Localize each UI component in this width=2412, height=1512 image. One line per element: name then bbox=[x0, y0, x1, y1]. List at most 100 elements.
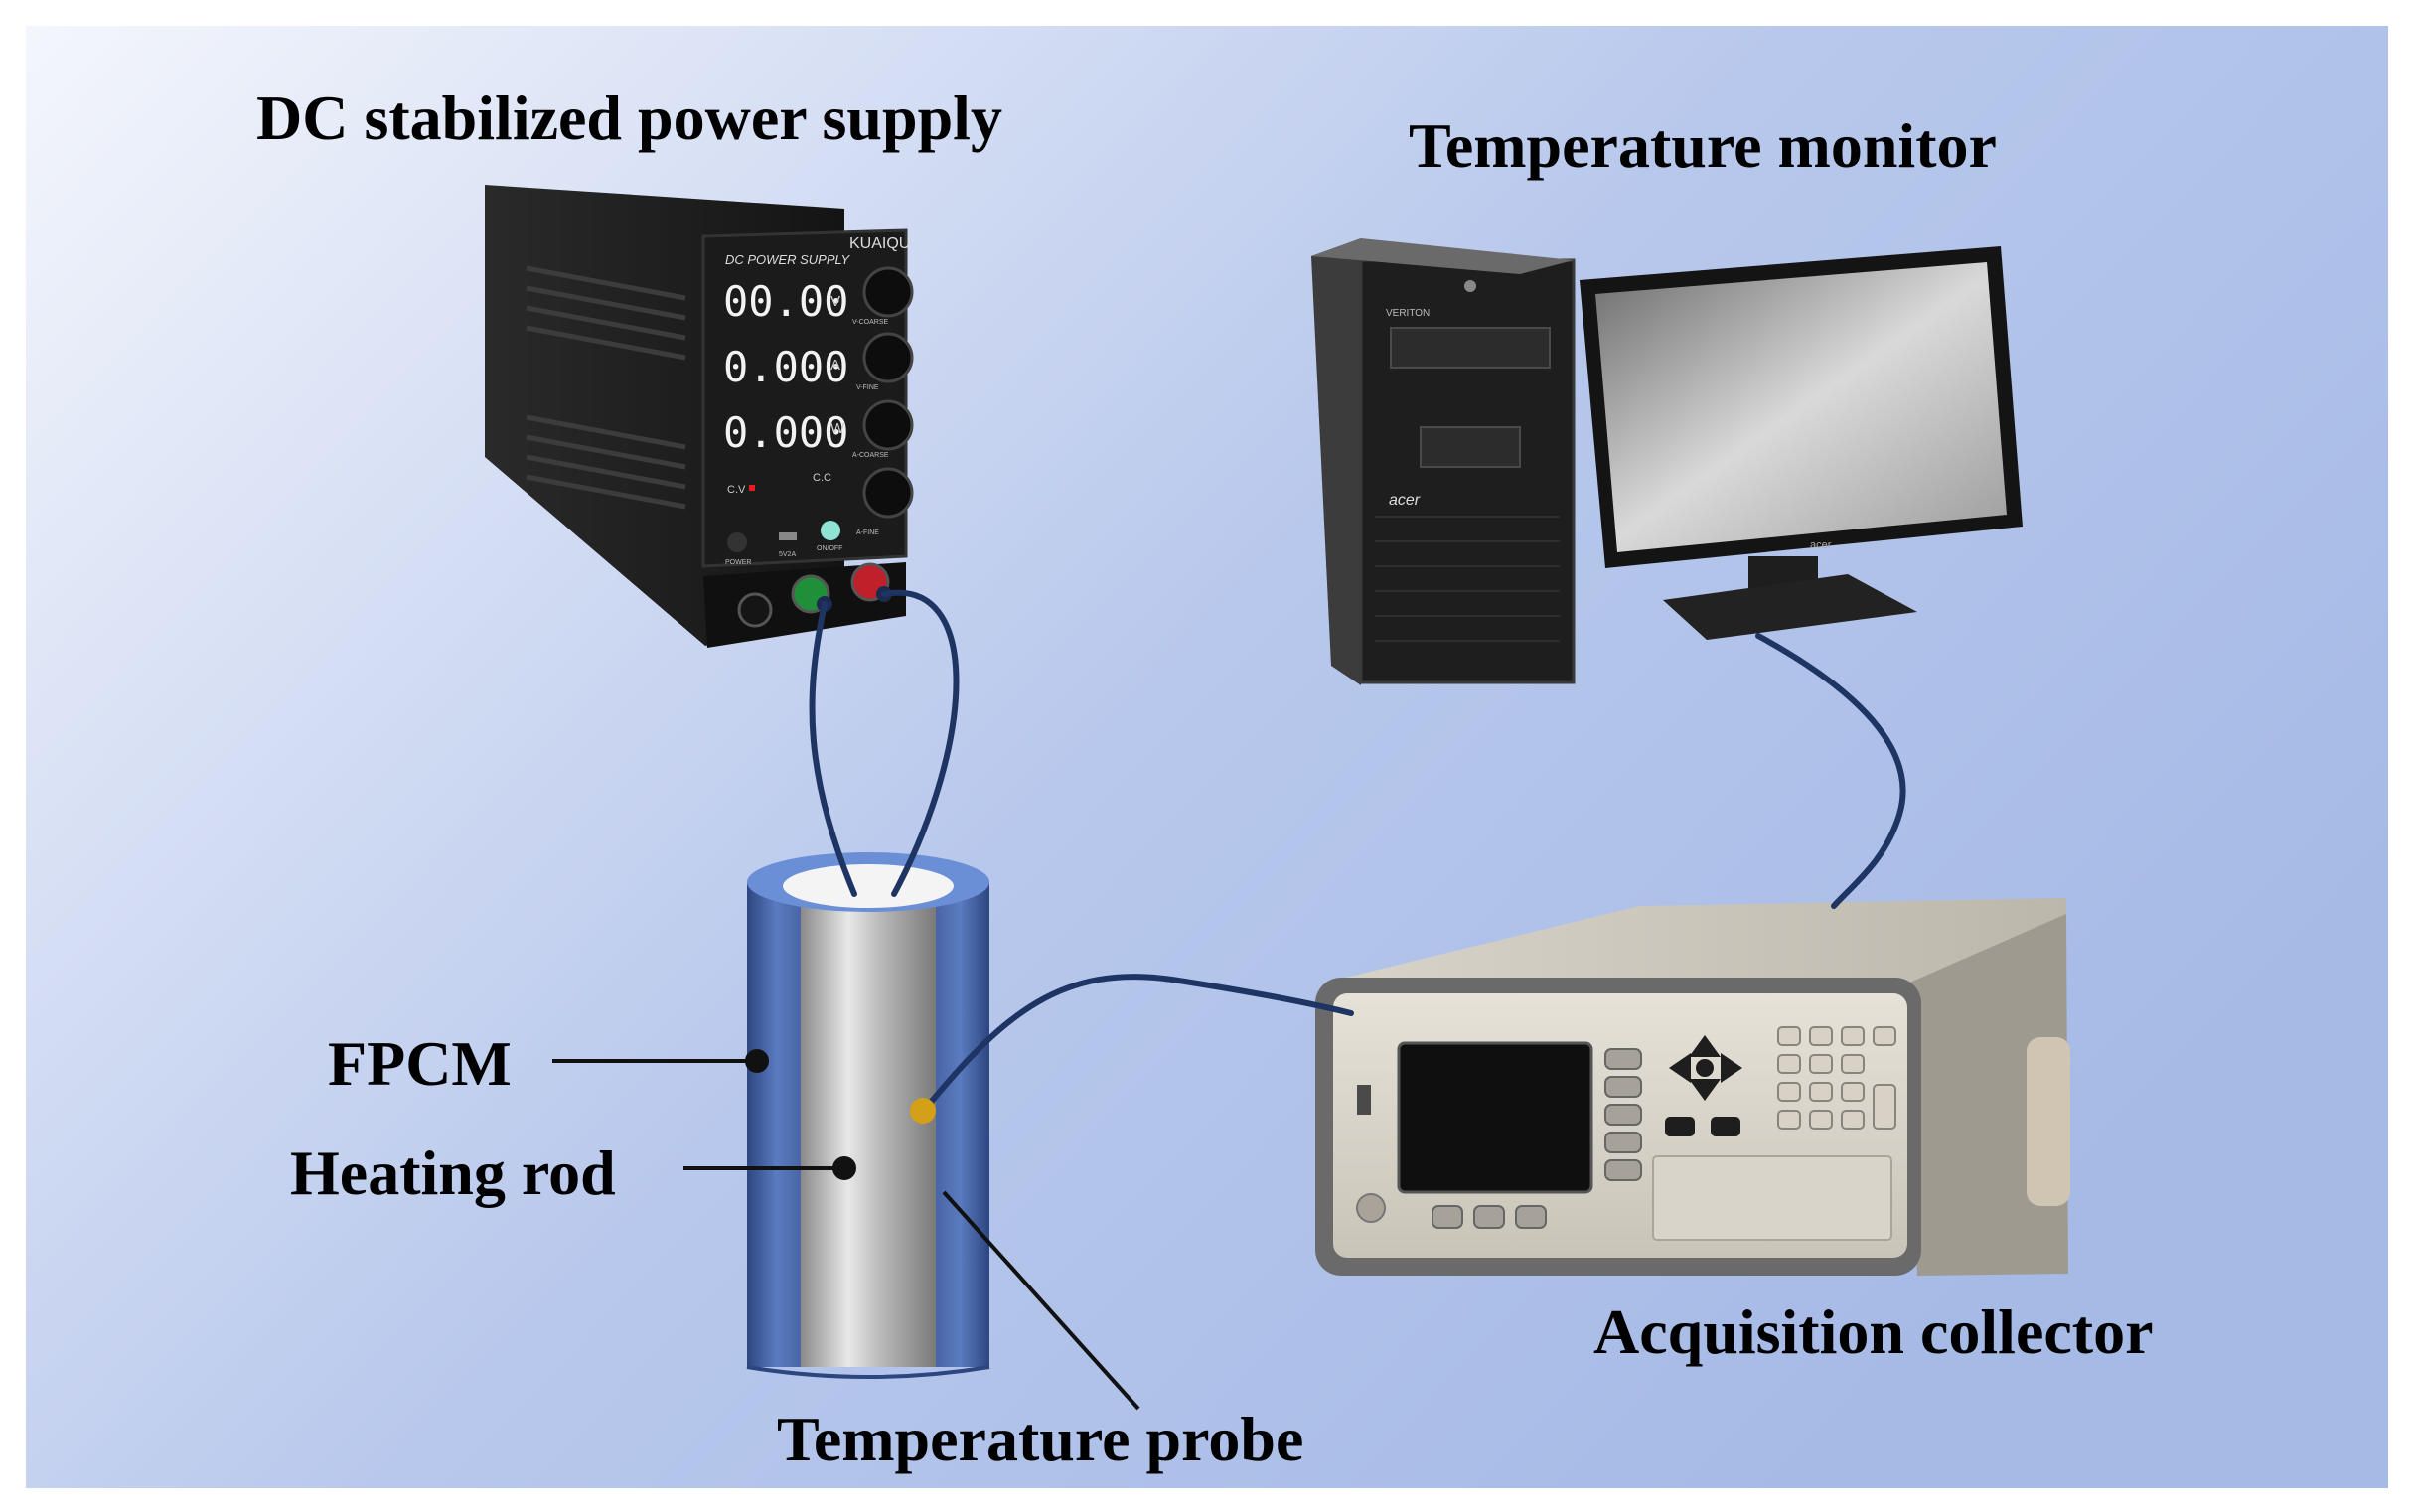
psu-power-display: 0.000 bbox=[723, 408, 848, 457]
psu-unit-v: V bbox=[830, 293, 840, 310]
collector-usb-port bbox=[1357, 1085, 1371, 1115]
drive-bay bbox=[1420, 426, 1521, 468]
tower-model-text: VERITON bbox=[1386, 308, 1430, 319]
knob-label-a-fine: A-FINE bbox=[856, 529, 879, 536]
keypad-key[interactable] bbox=[1809, 1054, 1833, 1074]
keypad-key[interactable] bbox=[1841, 1054, 1865, 1074]
callout-heating-rod-dot bbox=[832, 1156, 856, 1180]
collector-handle bbox=[2027, 1037, 2070, 1206]
wire-psu-negative bbox=[809, 601, 857, 897]
collector-top bbox=[1321, 898, 2066, 983]
tower-front bbox=[1359, 258, 1576, 684]
acquisition-collector bbox=[1315, 898, 2070, 1276]
collector-side-buttons bbox=[1432, 1048, 1642, 1229]
tower-vent-grid bbox=[1375, 516, 1560, 642]
collector-button-1[interactable] bbox=[1604, 1048, 1642, 1070]
collector-keypad bbox=[1777, 1026, 1896, 1130]
keypad-key[interactable] bbox=[1777, 1026, 1801, 1046]
fpcm-bottom-edge bbox=[746, 1365, 990, 1379]
collector-button-8[interactable] bbox=[1515, 1205, 1547, 1229]
collector-button-5[interactable] bbox=[1604, 1159, 1642, 1181]
knob-label-a-coarse: A-COARSE bbox=[852, 452, 889, 459]
heating-rod bbox=[801, 882, 936, 1367]
psu-onoff-button[interactable] bbox=[821, 521, 840, 540]
monitor-base bbox=[1663, 574, 1917, 640]
psu-header-text: DC POWER SUPPLY bbox=[725, 252, 851, 267]
collector-enter-button[interactable] bbox=[1665, 1117, 1695, 1136]
computer-monitor: acer bbox=[1580, 246, 2023, 640]
collector-button-3[interactable] bbox=[1604, 1104, 1642, 1126]
keypad-key[interactable] bbox=[1777, 1082, 1801, 1102]
collector-setup-button[interactable] bbox=[1711, 1117, 1740, 1136]
optical-drive bbox=[1390, 327, 1551, 369]
psu-front-panel bbox=[701, 228, 908, 568]
label-temperature-monitor: Temperature monitor bbox=[1409, 110, 1997, 181]
psu-cc-label: C.C bbox=[813, 472, 831, 484]
psu-power-label: POWER bbox=[725, 559, 751, 566]
tower-power-button[interactable] bbox=[1464, 280, 1476, 292]
wire-monitor-to-collector bbox=[1755, 633, 1906, 909]
callout-fpcm-dot bbox=[745, 1049, 769, 1073]
label-temperature-probe: Temperature probe bbox=[777, 1404, 1303, 1474]
terminal-ground[interactable] bbox=[737, 592, 773, 628]
psu-knobs bbox=[862, 266, 914, 519]
tower-brand-text: acer bbox=[1389, 492, 1421, 509]
psu-vents bbox=[526, 265, 686, 510]
wire-psu-positive bbox=[881, 589, 960, 897]
callout-lines bbox=[552, 1049, 1140, 1411]
label-heating-rod: Heating rod bbox=[290, 1137, 616, 1208]
collector-terminal-cover bbox=[1652, 1155, 1892, 1241]
label-fpcm: FPCM bbox=[328, 1028, 512, 1099]
knob-a-fine[interactable] bbox=[862, 467, 914, 519]
dpad-down-button[interactable] bbox=[1689, 1079, 1721, 1101]
keypad-key[interactable] bbox=[1809, 1082, 1833, 1102]
keypad-key[interactable] bbox=[1873, 1026, 1896, 1046]
label-acquisition-collector: Acquisition collector bbox=[1593, 1296, 2153, 1367]
collector-button-7[interactable] bbox=[1473, 1205, 1505, 1229]
collector-lcd-screen bbox=[1397, 1041, 1593, 1194]
monitor-screen bbox=[1595, 262, 2007, 552]
dc-power-supply: DC POWER SUPPLY KUAIQU 00.00 0.000 0.000… bbox=[485, 185, 914, 648]
collector-knob[interactable] bbox=[1356, 1193, 1386, 1223]
dpad-up-button[interactable] bbox=[1689, 1035, 1721, 1057]
monitor-brand-text: acer bbox=[1810, 539, 1832, 551]
knob-label-v-fine: V-FINE bbox=[856, 384, 879, 391]
psu-brand-text: KUAIQU bbox=[849, 235, 910, 252]
dpad-right-button[interactable] bbox=[1721, 1053, 1742, 1083]
psu-power-button[interactable] bbox=[727, 532, 747, 552]
dpad-left-button[interactable] bbox=[1669, 1053, 1691, 1083]
keypad-key[interactable] bbox=[1809, 1026, 1833, 1046]
keypad-key[interactable] bbox=[1777, 1110, 1801, 1130]
wire-probe-to-collector bbox=[921, 974, 1354, 1114]
collector-button-4[interactable] bbox=[1604, 1132, 1642, 1153]
heating-rod-assembly bbox=[746, 852, 990, 1379]
keypad-key[interactable] bbox=[1841, 1082, 1865, 1102]
psu-onoff-label: ON/OFF bbox=[817, 545, 842, 552]
collector-button-6[interactable] bbox=[1432, 1205, 1463, 1229]
psu-unit-w: W bbox=[830, 420, 845, 437]
heating-rod-top bbox=[783, 864, 954, 908]
knob-v-fine[interactable] bbox=[862, 332, 914, 383]
keypad-key[interactable] bbox=[1841, 1026, 1865, 1046]
psu-cv-label: C.V bbox=[727, 484, 746, 496]
keypad-key[interactable] bbox=[1809, 1110, 1833, 1130]
keypad-enter-key[interactable] bbox=[1873, 1084, 1896, 1130]
computer-tower: VERITON acer bbox=[1311, 238, 1576, 685]
keypad-key[interactable] bbox=[1841, 1110, 1865, 1130]
knob-v-coarse[interactable] bbox=[862, 266, 914, 318]
psu-usb-label: 5V2A bbox=[779, 551, 796, 558]
wires bbox=[809, 589, 1906, 1114]
knob-a-coarse[interactable] bbox=[862, 399, 914, 451]
dpad-center-button[interactable] bbox=[1696, 1059, 1714, 1077]
collector-button-2[interactable] bbox=[1604, 1076, 1642, 1098]
psu-cv-indicator bbox=[749, 485, 755, 491]
knob-label-v-coarse: V-COARSE bbox=[852, 319, 889, 326]
tower-side bbox=[1311, 238, 1361, 685]
keypad-key[interactable] bbox=[1777, 1054, 1801, 1074]
temperature-probe-point bbox=[910, 1098, 936, 1124]
collector-dpad bbox=[1665, 1035, 1742, 1136]
psu-current-display: 0.000 bbox=[723, 343, 848, 391]
psu-unit-a: A bbox=[830, 357, 840, 374]
tower-top bbox=[1311, 238, 1574, 274]
